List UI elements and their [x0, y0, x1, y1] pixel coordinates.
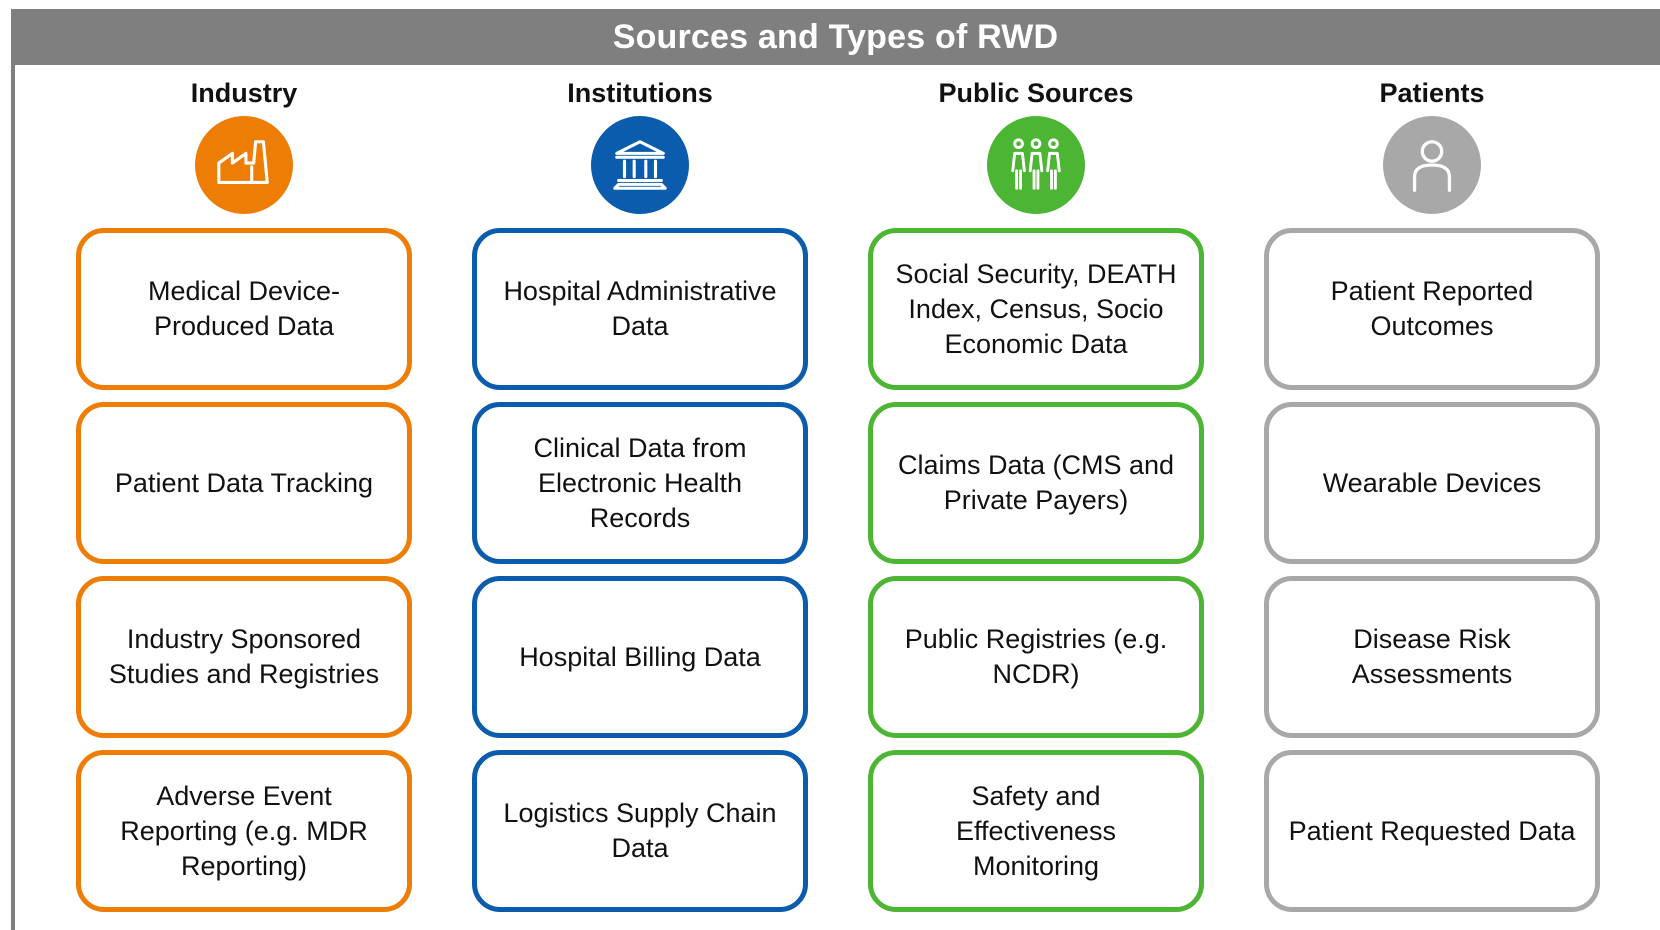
factory-icon [195, 116, 293, 214]
card-item: Patient Data Tracking [76, 402, 412, 564]
card-item: Disease Risk Assessments [1264, 576, 1600, 738]
institution-building-icon [591, 116, 689, 214]
card-item: Safety and Effectiveness Monitoring [868, 750, 1204, 912]
column-heading: Industry [190, 78, 298, 108]
card-item: Adverse Event Reporting (e.g. MDR Report… [76, 750, 412, 912]
column-heading: Patients [1379, 78, 1485, 108]
card-item: Industry Sponsored Studies and Registrie… [76, 576, 412, 738]
person-icon [1383, 116, 1481, 214]
card-item: Wearable Devices [1264, 402, 1600, 564]
card-item: Logistics Supply Chain Data [472, 750, 808, 912]
card-item: Social Security, DEATH Index, Census, So… [868, 228, 1204, 390]
card-item: Hospital Billing Data [472, 576, 808, 738]
card-item: Clinical Data from Electronic Health Rec… [472, 402, 808, 564]
people-group-icon [987, 116, 1085, 214]
card-item: Claims Data (CMS and Private Payers) [868, 402, 1204, 564]
card-item: Medical Device-Produced Data [76, 228, 412, 390]
column-heading: Institutions [567, 78, 713, 108]
diagram-title: Sources and Types of RWD [11, 9, 1660, 65]
diagram-frame [11, 9, 1660, 930]
card-item: Patient Requested Data [1264, 750, 1600, 912]
column-heading: Public Sources [938, 78, 1134, 108]
card-item: Public Registries (e.g. NCDR) [868, 576, 1204, 738]
card-item: Patient Reported Outcomes [1264, 228, 1600, 390]
card-item: Hospital Administrative Data [472, 228, 808, 390]
